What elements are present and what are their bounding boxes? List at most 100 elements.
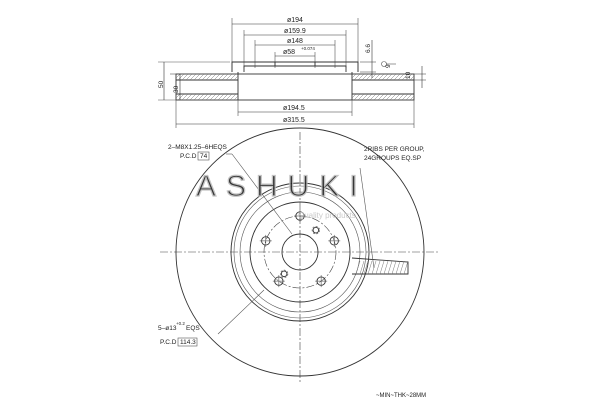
hatch-left-bottom-stroke: [177, 93, 185, 101]
hatch-right-top-stroke: [397, 73, 405, 81]
ribs-note-line2: 24GROUPS EQ.SP: [364, 155, 421, 162]
dim-58-label: ø58: [283, 49, 295, 56]
hatch-right-top-stroke: [361, 73, 369, 81]
rib-hatch-stroke: [383, 260, 389, 275]
hatch-right-top-stroke: [373, 73, 381, 81]
leader-ribs-note: [359, 167, 375, 269]
hatch-right-bottom-stroke: [401, 93, 409, 101]
dim-10-label: 10: [405, 71, 412, 79]
hatch-right-top-stroke: [405, 73, 413, 81]
hatch-left-bottom-stroke: [213, 93, 221, 101]
hatch-left-top-stroke: [185, 73, 193, 81]
hatch-right-top-stroke: [353, 73, 361, 81]
front-view: 2–M8X1.25–6HEQS P.C.D 74 2RIBS PER GROUP…: [158, 127, 440, 399]
hatch-right-top-stroke: [401, 73, 409, 81]
bolt-pcd-box: [197, 151, 210, 161]
dim-148-label: ø148: [287, 38, 303, 45]
watermark: ASHUKI Quality products: [195, 169, 368, 220]
hatch-left-top-stroke: [221, 73, 229, 81]
holes-note-suffix: EQS: [186, 325, 200, 332]
hatch-left-bottom-stroke: [193, 93, 201, 101]
hatch-left-bottom-stroke: [175, 93, 181, 99]
watermark-brand: ASHUKI: [196, 170, 368, 203]
hatch-left: [175, 73, 239, 101]
wheel-holes: [259, 210, 341, 288]
rib-hatch-stroke: [391, 260, 397, 275]
hatch-left-top-stroke: [177, 73, 185, 81]
leader-holes-note: [217, 289, 265, 335]
hatch-left-top-stroke: [213, 73, 221, 81]
hatch-right: [351, 73, 415, 101]
disc-outer-edge: [175, 127, 425, 377]
holes-pcd-label: P.C.D: [160, 339, 177, 346]
hatch-right-bottom-stroke: [385, 93, 393, 101]
hatch-left-top-stroke: [205, 73, 213, 81]
dim-58-tolerance: +0.074: [301, 46, 315, 51]
hatch-left-bottom-stroke: [209, 93, 217, 101]
threaded-hole: [280, 270, 288, 278]
hatch-left-top-stroke: [193, 73, 201, 81]
dim-315-5-label: ø315.5: [283, 117, 305, 124]
mounting-face: [249, 201, 351, 303]
dim-194-label: ø194: [287, 17, 303, 24]
hatch-right-top-stroke: [357, 73, 365, 81]
braking-ring-outline: [175, 73, 415, 101]
holes-note-label: 5–ø13: [158, 325, 177, 332]
rib-hatch-stroke: [403, 260, 409, 275]
threaded-hole-thread: [280, 269, 289, 278]
rib-hatch-stroke: [367, 260, 373, 275]
holes-note-tolerance: +0.2: [176, 321, 185, 326]
hatch-left-top-stroke: [233, 75, 239, 81]
dim-9-label: 9: [385, 64, 392, 68]
hatch-right-top-stroke: [377, 73, 385, 81]
hatch-right-top-stroke: [393, 73, 401, 81]
dim-194-5-label: ø194.5: [283, 105, 305, 112]
centre-bore: [281, 233, 319, 271]
rib-hatch: [355, 260, 409, 275]
leader-bolt-note: [231, 153, 293, 235]
hatch-left-top-stroke: [201, 73, 209, 81]
hatch-left-bottom-stroke: [201, 93, 209, 101]
hatch-left-top-stroke: [217, 73, 225, 81]
hatch-left-bottom-stroke: [197, 93, 205, 101]
hatch-left-top-stroke: [189, 73, 197, 81]
hat-outer-edge: [233, 185, 367, 319]
braking-ring-inner-edge: [230, 182, 370, 322]
hatch-left-top-stroke: [181, 73, 189, 81]
hatch-right-top-stroke: [381, 73, 389, 81]
rib-detail-outline: [351, 257, 409, 275]
hub-outer-outline: [231, 61, 359, 72]
hatch-right-bottom-stroke: [389, 93, 397, 101]
hub-inner-outline: [243, 65, 347, 72]
hatch-right-bottom-stroke: [405, 93, 413, 101]
hatch-left-top-stroke: [229, 73, 237, 81]
dim-159-label: ø159.9: [284, 28, 306, 35]
hatch-right-bottom-stroke: [393, 93, 401, 101]
rib-hatch-stroke: [387, 260, 393, 275]
rib-hatch-stroke: [375, 260, 381, 275]
dim-50-label: 50: [158, 80, 165, 88]
bolt-note-label: 2–M8X1.25–6HEQS: [168, 144, 228, 151]
rib-hatch-stroke: [359, 260, 365, 275]
ribs-note-line1: 2RIBS PER GROUP,: [364, 146, 425, 153]
bolt-pcd-value: 74: [200, 153, 208, 160]
hatch-right-bottom-stroke: [353, 93, 361, 101]
hatch-right-top-stroke: [389, 73, 397, 81]
hatch-left-top-stroke: [197, 73, 205, 81]
hatch-left-bottom-stroke: [189, 93, 197, 101]
hatch-left-bottom-stroke: [185, 93, 193, 101]
dim-30-label: 30: [173, 85, 180, 93]
hatch-right-top-stroke: [351, 73, 357, 79]
threaded-hole: [312, 226, 320, 234]
hatch-right-bottom-stroke: [397, 93, 405, 101]
section-view: ø194 ø159.9 ø148 ø58 +0.074 6.6 9 10: [158, 17, 426, 128]
hat-step: [239, 191, 361, 313]
watermark-tagline: Quality products: [298, 211, 356, 220]
hatch-right-bottom-stroke: [377, 93, 385, 101]
hatch-left-top-stroke: [225, 73, 233, 81]
hatch-right-bottom-stroke: [361, 93, 369, 101]
hatch-right-bottom-stroke: [381, 93, 389, 101]
bolt-pcd-label: P.C.D: [180, 153, 197, 160]
hatch-right-top-stroke: [409, 75, 415, 81]
rib-hatch-stroke: [355, 260, 361, 275]
